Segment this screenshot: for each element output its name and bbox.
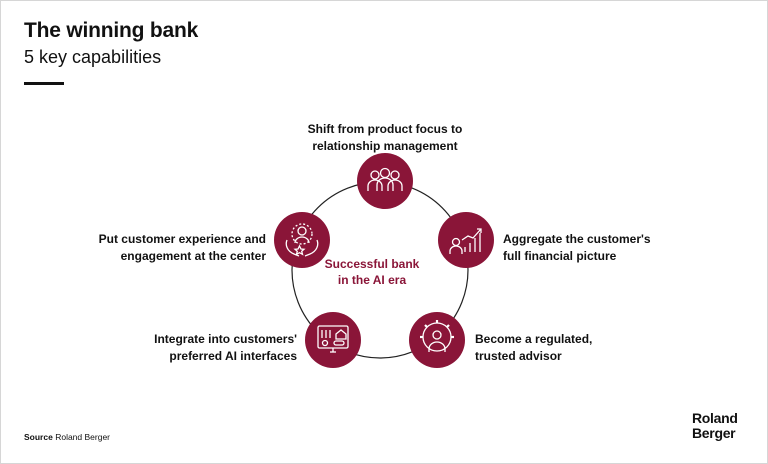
advisor-gear-icon [420,320,454,352]
capability-label-line: relationship management [312,139,458,153]
capability-label-customer-experience: Put customer experience and engagement a… [60,231,266,265]
capability-label-line: Become a regulated, [475,332,593,346]
capability-label-line: Shift from product focus to [307,122,463,136]
logo-line: Roland [692,410,738,426]
page-subtitle: 5 key capabilities [24,47,162,67]
capability-label-line: trusted advisor [475,349,562,363]
growth-chart-icon [449,228,482,254]
title-underline [24,82,64,85]
capability-node-customer-experience [274,212,330,268]
capability-label-line: preferred AI interfaces [169,349,297,363]
capability-label-line: engagement at the center [120,249,266,263]
capability-node-relationship [357,153,413,209]
capability-label-relationship: Shift from product focus to relationship… [290,121,480,155]
logo-line: Berger [692,425,736,441]
page-title: The winning bank [24,19,199,42]
capability-label-line: Aggregate the customer's [503,232,651,246]
center-label-line: Successful bank [324,257,420,271]
center-label: Successful bank in the AI era [316,256,428,288]
dashboard-monitor-icon [317,325,349,353]
capability-label-ai-interfaces: Integrate into customers' preferred AI i… [100,331,297,365]
capability-node-aggregate [438,212,494,268]
capability-label-aggregate: Aggregate the customer's full financial … [503,231,693,265]
brand-logo: Roland Berger [692,411,738,441]
center-label-line: in the AI era [337,273,407,287]
source-label: Source [24,432,53,442]
people-group-icon [367,167,403,191]
capability-label-line: Integrate into customers' [154,332,297,346]
capability-label-line: full financial picture [503,249,617,263]
capability-node-advisor [409,312,465,368]
capability-node-ai-interfaces [305,312,361,368]
capability-label-advisor: Become a regulated, trusted advisor [475,331,655,365]
source-note: Source Roland Berger [24,432,110,442]
source-text: Roland Berger [55,432,111,442]
customer-star-hands-icon [285,223,319,257]
capability-label-line: Put customer experience and [98,232,266,246]
